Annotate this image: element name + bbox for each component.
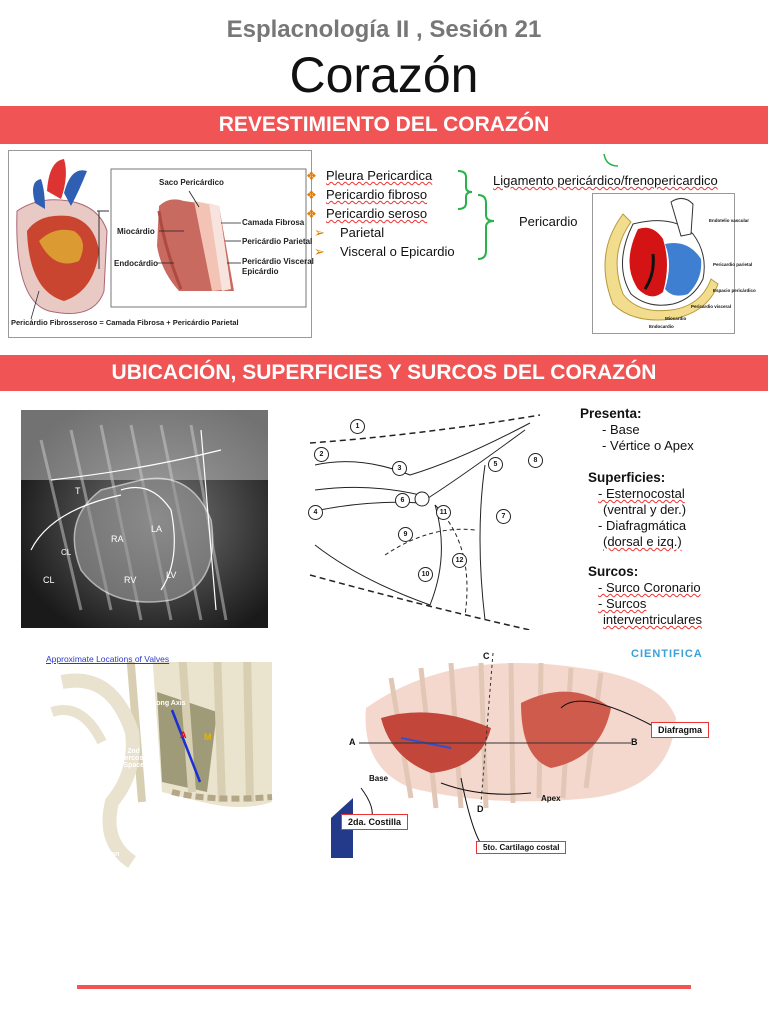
diamond-bullet-icon: ❖ — [306, 169, 317, 183]
surfaces-line-drawing — [309, 414, 541, 631]
valves-header: Approximate Locations of Valves — [46, 654, 170, 664]
diagram-number-marker: 3 — [392, 461, 407, 476]
sublist-item: ➢Visceral o Epicardio — [306, 244, 455, 263]
xray-illustration — [21, 410, 268, 628]
pericardium-list: ❖Pleura Pericardica ❖Pericardio fibroso … — [306, 168, 455, 263]
axis-b-label: B — [631, 737, 638, 747]
green-braces — [457, 170, 495, 260]
section-banner-revestimiento: REVESTIMIENTO DEL CORAZÓN — [0, 106, 768, 144]
surcos-item: interventriculares — [603, 612, 702, 627]
superficies-item: - Esternocostal — [598, 486, 685, 501]
label-endocardio: Endocárdio — [114, 259, 159, 268]
thorax-xray: T RA LA RV LV CL CL — [21, 410, 268, 628]
cross-section-illustration — [604, 198, 719, 321]
superficies-item: - Diafragmática — [598, 518, 687, 533]
axis-c-label: C — [483, 651, 490, 661]
axis-d-label: D — [477, 804, 484, 814]
sublist-item: ➢Parietal — [306, 225, 455, 244]
axis-a-label: A — [349, 737, 356, 747]
diagram-number-marker: 10 — [418, 567, 433, 582]
label-endotelio: Endotelio vascular — [709, 218, 750, 223]
diagram-number-marker: 1 — [350, 419, 365, 434]
list-item: ❖Pericardio seroso — [306, 206, 428, 221]
arrow-bullet-icon: ➢ — [314, 225, 325, 240]
xray-label-t: T — [75, 486, 81, 496]
cartilago-label: 5to. Cartilago costal — [476, 841, 567, 854]
heart-layers-illustration — [16, 159, 307, 320]
ligamento-label: Ligamento pericárdico/frenopericardico — [493, 173, 718, 188]
presenta-item: - Base — [602, 422, 640, 437]
label-epicardio: Epicárdio — [242, 267, 279, 276]
xray-label-la: LA — [151, 524, 163, 534]
xray-label-cl: CL — [43, 575, 55, 585]
figure-caption: Pericárdio Fibrosseroso = Camada Fibrosa… — [11, 318, 239, 327]
superficies-item: (ventral y der.) — [603, 502, 687, 517]
surcos-item: - Surcos — [598, 596, 647, 611]
thorax-dissection-figure: CIENTIFICA C A B D Base Apex Diafragma 2… — [331, 648, 731, 858]
base-label: Base — [369, 774, 389, 783]
label-parietal-small: Pericardio parietal — [713, 262, 753, 267]
diagram-number-marker: 9 — [398, 527, 413, 542]
green-tick-mark — [603, 153, 619, 167]
label-espacio: Espacio pericárdico — [713, 288, 756, 293]
diagram-number-marker: 11 — [436, 505, 451, 520]
diagram-number-marker: 2 — [314, 447, 329, 462]
xray-label-ra: RA — [111, 534, 124, 544]
diagram-number-marker: 7 — [496, 509, 511, 524]
diamond-bullet-icon: ❖ — [306, 207, 317, 221]
surcos-block: Surcos: - Surco Coronario - Surcos inter… — [588, 564, 702, 628]
superficies-block: Superficies: - Esternocostal (ventral y … — [588, 470, 686, 550]
list-item: ❖Pleura Pericardica — [306, 168, 433, 183]
label-pericardio-parietal: Pericárdio Parietal — [242, 237, 313, 246]
valve-m-label: M — [204, 732, 212, 742]
diagram-number-marker: 8 — [528, 453, 543, 468]
surcos-item: - Surco Coronario — [598, 580, 701, 595]
label-visceral-small: Pericardio visceral — [691, 304, 732, 309]
label-miocardio: Miocárdio — [117, 227, 155, 236]
label-miocardio-small: Miocardio — [665, 316, 687, 321]
dissection-illustration — [331, 652, 676, 858]
presenta-item: - Vértice o Apex — [602, 438, 694, 453]
diagram-number-marker: 12 — [452, 553, 467, 568]
skeleton-illustration — [42, 652, 274, 868]
page-subtitle: Esplacnología II , Sesión 21 — [226, 16, 542, 43]
diamond-bullet-icon: ❖ — [306, 188, 317, 202]
label-camada-fibrosa: Camada Fibrosa — [242, 218, 305, 227]
apex-label: Apex — [541, 794, 561, 803]
olecranon-label: Olecranon — [148, 830, 183, 837]
presenta-block: Presenta: - Base - Vértice o Apex — [580, 406, 694, 454]
section-banner-ubicacion: UBICACIÓN, SUPERFICIES Y SURCOS DEL CORA… — [0, 355, 768, 391]
presenta-heading: Presenta: — [580, 406, 642, 421]
superficies-heading: Superficies: — [588, 470, 666, 485]
label-endocardio-small: Endocardio — [649, 324, 674, 329]
xray-label-cl2: CL — [61, 548, 72, 557]
superficies-item: (dorsal e izq.) — [603, 534, 682, 549]
costilla-label: 2da. Costilla — [341, 814, 409, 830]
page-title: Corazón — [289, 47, 479, 103]
diafragma-label: Diafragma — [651, 722, 710, 738]
pericardium-layers-figure: Saco Pericárdico Miocárdio Endocárdio Ca… — [8, 150, 314, 338]
xray-label-rv: RV — [124, 575, 137, 585]
pericardio-label: Pericardio — [519, 214, 578, 229]
arrow-bullet-icon: ➢ — [314, 244, 325, 259]
list-item: ❖Pericardio fibroso — [306, 187, 428, 202]
valve-a-label: A — [180, 730, 187, 740]
diagram-number-marker: 5 — [488, 457, 503, 472]
long-axis-label: Long Axis — [152, 700, 186, 707]
surcos-heading: Surcos: — [588, 564, 639, 579]
label-saco-pericardico: Saco Pericárdico — [159, 178, 224, 187]
skeleton-valves-figure: Approximate Locations of Valves Point of… — [42, 652, 274, 868]
diagram-number-marker: 4 — [308, 505, 323, 520]
xray-label-lv: LV — [166, 570, 177, 580]
pericardium-cross-section: Endotelio vascular Pericardio parietal E… — [592, 193, 756, 334]
label-pericardio-visceral: Pericárdio Visceral — [242, 257, 314, 266]
footer-rule — [77, 985, 691, 989]
diagram-number-marker: 6 — [395, 493, 410, 508]
corner-watermark: CIENTIFICA — [631, 648, 703, 660]
